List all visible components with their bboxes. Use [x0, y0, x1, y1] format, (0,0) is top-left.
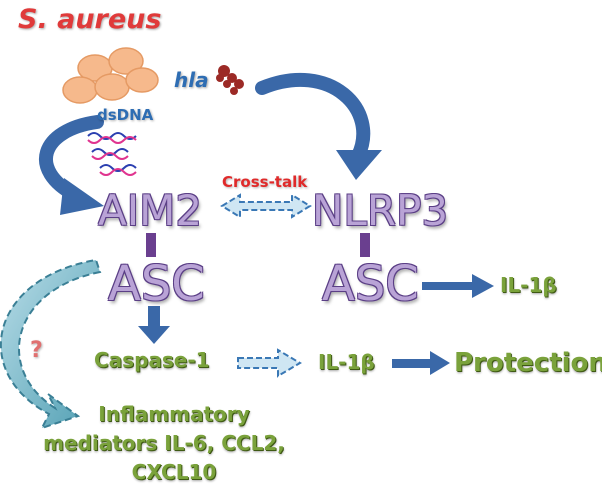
- inflammatory-line-3: CXCL10: [131, 460, 217, 484]
- hla-to-nlrp3-arrow: [255, 72, 382, 180]
- aim2-asc-connector: [146, 233, 156, 257]
- caspase-to-il1b-dashed-arrow: [237, 348, 302, 378]
- inflammatory-line-2: mediators IL-6, CCL2,: [43, 431, 285, 455]
- caspase-label: Caspase-1: [94, 348, 210, 372]
- asc-to-il1b-arrow: [422, 274, 494, 298]
- inflammatory-line-1: Inflammatory: [98, 402, 250, 426]
- nlrp3-node: NLRP3: [312, 186, 449, 235]
- dsdna-to-aim2-arrow: [39, 115, 104, 215]
- crosstalk-label: Cross-talk: [222, 173, 308, 191]
- il1b-mid-label: IL-1β: [318, 350, 375, 374]
- asc-left-node: ASC: [108, 256, 205, 312]
- protection-label: Protection: [454, 348, 602, 378]
- aim2-node: AIM2: [98, 186, 203, 235]
- asc-to-caspase-arrow: [138, 306, 170, 344]
- dsdna-icon: [87, 132, 137, 176]
- hla-label: hla: [174, 68, 209, 92]
- organism-title: S. aureus: [18, 4, 162, 35]
- il1b-to-protection-arrow: [392, 351, 450, 375]
- inflammatory-mediators-label: Inflammatory mediators IL-6, CCL2, CXCL1…: [43, 400, 288, 487]
- asc-right-node: ASC: [322, 256, 419, 312]
- bacteria-cluster-icon: [62, 47, 159, 104]
- crosstalk-arrow: [220, 193, 312, 219]
- dsdna-label: dsDNA: [97, 106, 154, 124]
- question-mark: ?: [30, 338, 43, 363]
- il1b-top-label: IL-1β: [500, 273, 557, 297]
- hla-toxin-icon: [216, 65, 244, 95]
- asc-to-inflammatory-dashed-arrow: [0, 258, 102, 430]
- nlrp3-asc-connector: [360, 233, 370, 257]
